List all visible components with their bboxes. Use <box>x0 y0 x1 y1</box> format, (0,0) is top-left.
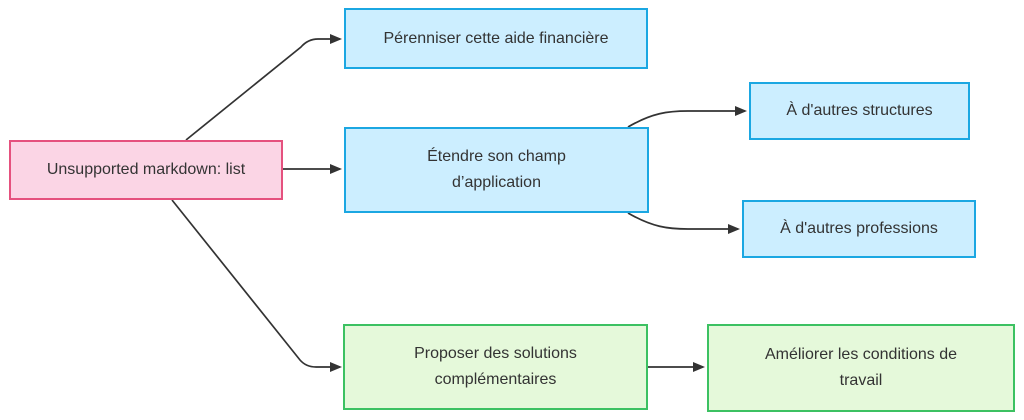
node-etendre-label-line2: d’application <box>452 174 541 191</box>
node-etendre: Étendre son champ d’application <box>344 127 649 213</box>
node-professions-label: À d'autres professions <box>780 220 938 237</box>
edge-root-to-proposer <box>171 199 342 372</box>
node-perenniser-label: Pérenniser cette aide financière <box>383 29 609 47</box>
node-ameliorer-label-line1: Améliorer les conditions de <box>764 346 958 363</box>
node-ameliorer: Améliorer les conditions de travail <box>707 324 1015 412</box>
node-perenniser: Pérenniser cette aide financière <box>344 8 648 69</box>
node-professions: À d'autres professions <box>742 200 976 258</box>
node-proposer: Proposer des solutions complémentaires <box>343 324 648 410</box>
node-root-label: Unsupported markdown: list <box>46 161 246 178</box>
node-proposer-label-line2: complémentaires <box>434 371 557 388</box>
node-structures-label: À d'autres structures <box>786 102 933 119</box>
edge-etendre-to-structures <box>627 106 747 128</box>
node-ameliorer-label-line2: travail <box>839 372 883 389</box>
node-structures: À d'autres structures <box>749 82 970 140</box>
edge-etendre-to-professions <box>627 212 740 234</box>
node-proposer-label-line1: Proposer des solutions <box>414 345 577 362</box>
node-root: Unsupported markdown: list <box>9 140 283 200</box>
node-etendre-label-line1: Étendre son champ <box>427 148 566 165</box>
edge-root-to-perenniser <box>185 34 342 141</box>
